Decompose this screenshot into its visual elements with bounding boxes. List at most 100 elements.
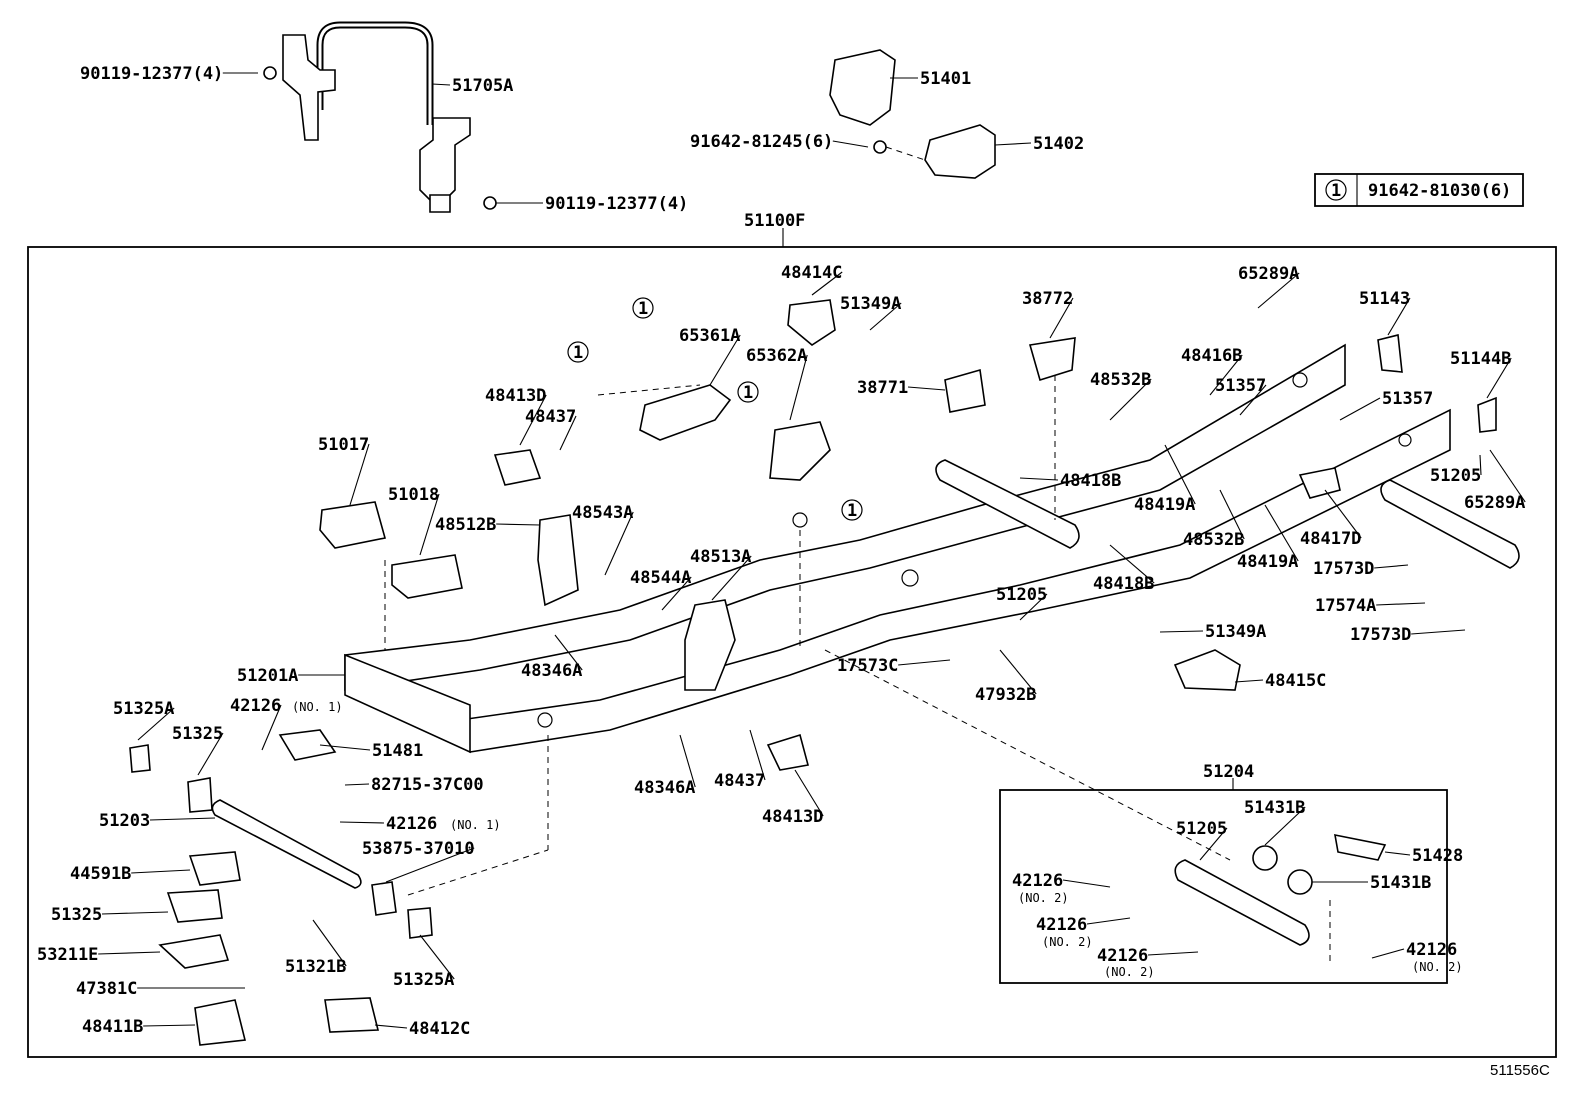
leader-line — [137, 707, 175, 741]
part-label[interactable]: 42126 — [230, 696, 281, 716]
part-label[interactable]: 48544A — [630, 568, 691, 588]
part-label[interactable]: 48437 — [525, 407, 576, 427]
part-label[interactable]: 48346A — [521, 661, 582, 681]
leader-line — [711, 555, 752, 601]
part-label[interactable]: 51325 — [172, 724, 223, 744]
bushing-51325A-right — [407, 907, 433, 939]
part-label[interactable]: 44591B — [70, 864, 131, 884]
part-label[interactable]: 48532B — [1183, 530, 1244, 550]
part-label[interactable]: 51325A — [393, 970, 454, 990]
part-label[interactable]: 48419A — [1237, 552, 1298, 572]
part-label[interactable]: 48413D — [485, 386, 546, 406]
mount-48413D-lower — [766, 733, 809, 771]
part-label[interactable]: 51402 — [1033, 134, 1084, 154]
part-label[interactable]: 38772 — [1022, 289, 1073, 309]
part-label[interactable]: 48411B — [82, 1017, 143, 1037]
mount-48413D-left — [493, 449, 542, 486]
part-label[interactable]: 51203 — [99, 811, 150, 831]
callout-symbol: 1 — [743, 383, 753, 403]
part-label[interactable]: 51401 — [920, 69, 971, 89]
part-label[interactable]: 42126 — [1097, 946, 1148, 966]
part-label[interactable]: 48414C — [781, 263, 842, 283]
part-label[interactable]: 51481 — [372, 741, 423, 761]
part-label[interactable]: 90119-12377(4) — [80, 64, 223, 84]
part-label[interactable]: 48543A — [572, 503, 633, 523]
part-label[interactable]: 53875-37010 — [362, 839, 475, 859]
part-label[interactable]: 17574A — [1315, 596, 1376, 616]
label-assembly[interactable]: 51100F — [744, 211, 805, 231]
part-label[interactable]: 48413D — [762, 807, 823, 827]
part-label[interactable]: 51357 — [1215, 376, 1266, 396]
part-label[interactable]: 51143 — [1359, 289, 1410, 309]
part-label[interactable]: 51431B — [1370, 873, 1431, 893]
part-label[interactable]: 51321B — [285, 957, 346, 977]
part-label[interactable]: 90119-12377(4) — [545, 194, 688, 214]
part-label[interactable]: 65289A — [1464, 493, 1525, 513]
part-label[interactable]: 48417D — [1300, 529, 1361, 549]
part-note: (NO. 2) — [1104, 965, 1155, 979]
part-label[interactable]: 48416B — [1181, 346, 1242, 366]
part-label[interactable]: 17573D — [1313, 559, 1374, 579]
part-label[interactable]: 51205 — [996, 585, 1047, 605]
leader-line — [554, 634, 583, 671]
part-label[interactable]: 42126 — [1406, 940, 1457, 960]
legend-part-number: 91642-81030(6) — [1368, 181, 1511, 201]
part-label[interactable]: 51205 — [1176, 819, 1227, 839]
part-label[interactable]: 51705A — [452, 76, 513, 96]
part-label[interactable]: 48419A — [1134, 495, 1195, 515]
part-label[interactable]: 48412C — [409, 1019, 470, 1039]
part-note: (NO. 1) — [450, 818, 501, 832]
part-label[interactable]: 51431B — [1244, 798, 1305, 818]
part-label[interactable]: 91642-81245(6) — [690, 132, 833, 152]
callout-1-icon[interactable]: 1 — [567, 341, 589, 363]
bracket-65361A — [639, 384, 732, 441]
leader-line — [1234, 679, 1264, 683]
part-label[interactable]: 82715-37C00 — [371, 775, 484, 795]
part-label[interactable]: 17573D — [1350, 625, 1411, 645]
bracket-51018 — [391, 554, 463, 599]
callout-1-icon[interactable]: 1 — [632, 297, 654, 319]
bracket-51431B-upper — [1252, 845, 1278, 871]
part-label[interactable]: 51017 — [318, 435, 369, 455]
part-label[interactable]: 51349A — [1205, 622, 1266, 642]
part-label[interactable]: 51325 — [51, 905, 102, 925]
part-label[interactable]: 53211E — [37, 945, 98, 965]
part-label[interactable]: 48415C — [1265, 671, 1326, 691]
part-label[interactable]: 51428 — [1412, 846, 1463, 866]
part-label[interactable]: 42126 — [386, 814, 437, 834]
leader-line — [869, 302, 902, 331]
part-label[interactable]: 42126 — [1036, 915, 1087, 935]
torsion-bar-51203 — [211, 799, 362, 889]
part-label[interactable]: 51018 — [388, 485, 439, 505]
part-label[interactable]: 51205 — [1430, 466, 1481, 486]
part-label[interactable]: 48512B — [435, 515, 496, 535]
part-label[interactable]: 48532B — [1090, 370, 1151, 390]
part-label[interactable]: 38771 — [857, 378, 908, 398]
label-subassembly[interactable]: 51204 — [1203, 762, 1254, 782]
part-label[interactable]: 48346A — [634, 778, 695, 798]
part-label[interactable]: 65362A — [746, 346, 807, 366]
part-label[interactable]: 48418B — [1060, 471, 1121, 491]
part-label[interactable]: 65361A — [679, 326, 740, 346]
part-label[interactable]: 51144B — [1450, 349, 1511, 369]
part-label[interactable]: 47932B — [975, 685, 1036, 705]
bracket-44591B — [188, 851, 241, 886]
bracket-38772 — [1028, 337, 1076, 382]
part-label[interactable]: 48437 — [714, 771, 765, 791]
part-label[interactable]: 47381C — [76, 979, 137, 999]
part-label[interactable]: 48513A — [690, 547, 751, 567]
leader-line — [898, 659, 951, 666]
part-label[interactable]: 17573C — [837, 656, 898, 676]
part-label[interactable]: 48418B — [1093, 574, 1154, 594]
part-label[interactable]: 51357 — [1382, 389, 1433, 409]
part-label[interactable]: 42126 — [1012, 871, 1063, 891]
part-label[interactable]: 65289A — [1238, 264, 1299, 284]
part-label[interactable]: 51325A — [113, 699, 174, 719]
leader-line — [131, 869, 191, 874]
bracket-51402 — [924, 124, 996, 179]
callout-1-icon[interactable]: 1 — [737, 381, 759, 403]
bracket-51144B — [1477, 396, 1497, 433]
part-label[interactable]: 51201A — [237, 666, 298, 686]
callout-1-icon[interactable]: 1 — [841, 499, 863, 521]
part-label[interactable]: 51349A — [840, 294, 901, 314]
